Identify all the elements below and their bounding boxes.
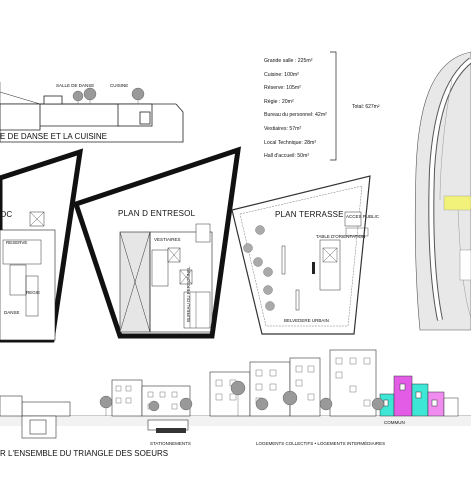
area-item: Bureau du personnel: 42m² xyxy=(264,112,327,119)
room-label-danse: DANSE xyxy=(4,310,20,315)
terrasse-trees xyxy=(243,225,275,311)
site-plan xyxy=(414,51,471,331)
room-label-regie: REGIE xyxy=(26,290,41,295)
room-label-belvedere: BELVEDERE URBAIN xyxy=(284,318,329,323)
room-label-vestiaires: VESTIAIRES xyxy=(154,237,181,242)
area-item: Cuisine: 100m² xyxy=(264,71,299,78)
area-item: Régie : 20m² xyxy=(264,98,294,105)
room-label-bureau: BUREAU DU PERSONNEL xyxy=(186,266,191,322)
area-item: Vestiaires: 57m² xyxy=(264,125,302,132)
room-label-reserve: RESERVE xyxy=(6,240,28,245)
area-total-bracket xyxy=(330,51,337,161)
section-label-kitchen: CUISINE xyxy=(110,83,129,88)
plan-terrasse-title: PLAN TERRASSE xyxy=(275,210,344,219)
area-item: Hall d'accueil: 50m² xyxy=(264,153,310,160)
area-total: Total: 627m² xyxy=(352,104,380,110)
plan-entresol xyxy=(72,146,242,339)
plan-left-title: OC xyxy=(0,210,13,219)
section-label-dance-hall: SALLE DE DANSE xyxy=(56,83,95,88)
elevation-caption: R L'ENSEMBLE DU TRIANGLE DES SOEURS xyxy=(0,449,169,458)
label-commun: COMMUN xyxy=(384,420,405,425)
label-logements: LOGEMENTS COLLECTIFS • LOGEMENTS INTERMÉ… xyxy=(256,441,386,446)
room-label-acces-public: ACCES PUBLIC xyxy=(346,214,380,219)
area-item: Réserve: 105m² xyxy=(264,85,301,92)
label-stationnements: STATIONNEMENTS xyxy=(150,441,191,446)
top-section-drawing xyxy=(0,82,184,143)
colored-building xyxy=(379,375,459,417)
plan-entresol-title: PLAN D ENTRESOL xyxy=(118,209,196,218)
section-trees xyxy=(72,87,145,104)
area-item: Grande salle : 225m² xyxy=(264,58,313,64)
plan-terrasse xyxy=(231,175,371,335)
section-caption: E DE DANSE ET LA CUISINE xyxy=(0,132,107,141)
plan-left xyxy=(0,148,84,343)
elevation-trees xyxy=(99,380,385,416)
parking-block xyxy=(156,428,186,433)
room-label-table-orientation: TABLE D'ORIENTATION xyxy=(316,234,366,239)
area-item: Local Technique: 28m² xyxy=(264,139,317,146)
bottom-elevation xyxy=(0,349,471,439)
area-schedule: Grande salle : 225m² Cuisine: 100m² Rése… xyxy=(264,55,327,164)
